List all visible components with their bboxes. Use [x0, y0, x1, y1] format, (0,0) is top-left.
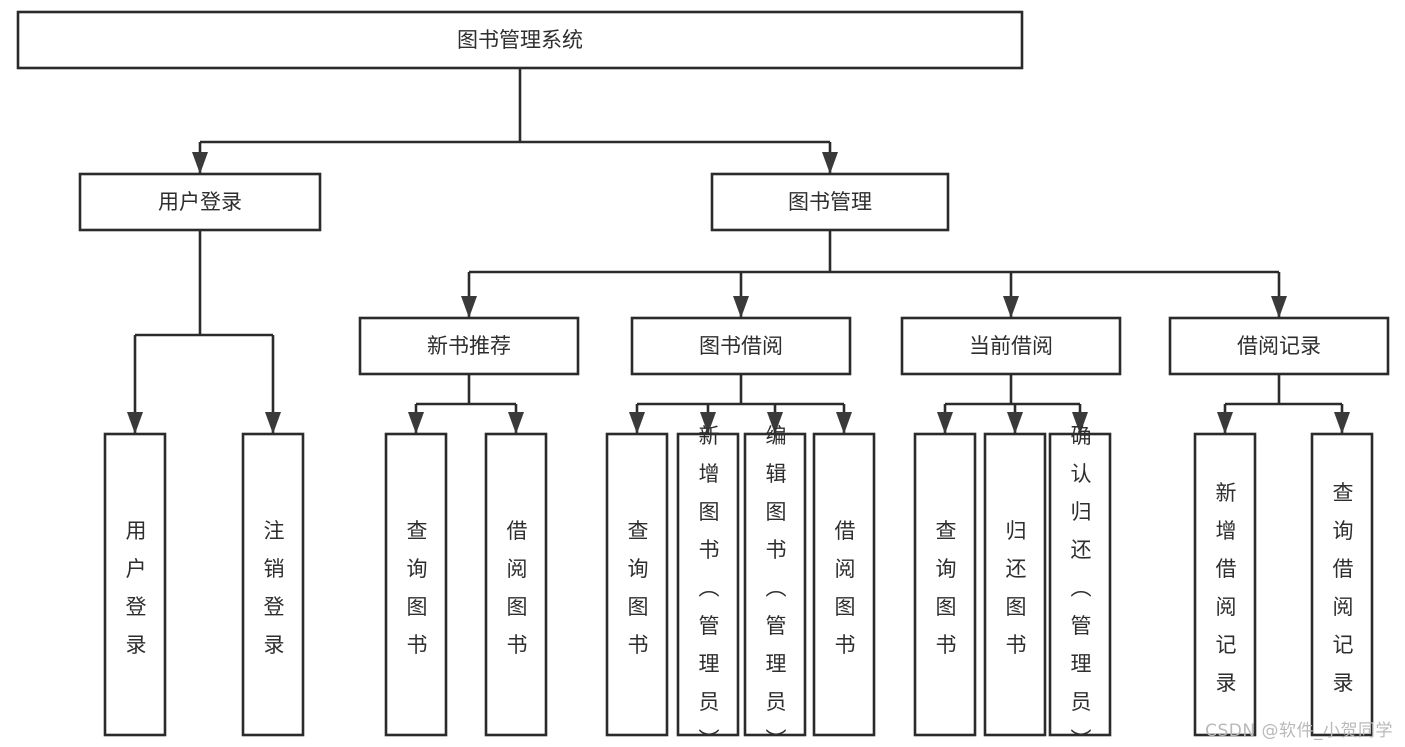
node-box [630, 316, 852, 376]
node-label: 图书管理系统 [457, 28, 583, 52]
node-label: 新增图书︵管理员︶ [699, 424, 720, 747]
node-box [103, 432, 167, 737]
node-box [900, 316, 1122, 376]
arrow-head-icon [1217, 412, 1233, 434]
node-leaf-cb-query[interactable]: 查询图书 [913, 432, 977, 737]
node-root[interactable]: 图书管理系统 [16, 10, 1024, 70]
node-label: 借阅记录 [1237, 334, 1321, 358]
node-l3-current-borrow[interactable]: 当前借阅 [900, 316, 1122, 376]
node-l2-user-login[interactable]: 用户登录 [78, 172, 322, 232]
arrow-head-icon [733, 296, 749, 318]
node-box [1310, 432, 1374, 737]
node-label: 查询图书 [936, 519, 957, 657]
arrow-head-icon [822, 152, 838, 174]
arrow-head-icon [1271, 296, 1287, 318]
arrow-head-icon [508, 412, 524, 434]
node-box [1168, 316, 1390, 376]
node-leaf-bb-edit[interactable]: 编辑图书︵管理员︶ [743, 424, 807, 747]
arrow-head-icon [1072, 412, 1088, 434]
node-leaf-bb-add[interactable]: 新增图书︵管理员︶ [676, 424, 740, 747]
node-label: 用户登录 [158, 190, 242, 214]
node-leaf-rec-query[interactable]: 查询图书 [384, 432, 448, 737]
node-leaf-br-query[interactable]: 查询借阅记录 [1310, 432, 1374, 737]
arrow-head-icon [408, 412, 424, 434]
node-leaf-user-login[interactable]: 用户登录 [103, 432, 167, 737]
arrow-head-icon [127, 412, 143, 434]
node-label: 借阅图书 [835, 519, 856, 657]
node-l2-book-mgmt[interactable]: 图书管理 [710, 172, 950, 232]
arrow-head-icon [767, 412, 783, 434]
node-label: 用户登录 [126, 519, 147, 657]
node-leaf-bb-query[interactable]: 查询图书 [605, 432, 669, 737]
node-box [384, 432, 448, 737]
node-label: 注销登录 [264, 519, 285, 657]
node-leaf-cb-return[interactable]: 归还图书 [983, 432, 1047, 737]
node-leaf-rec-borrow[interactable]: 借阅图书 [484, 432, 548, 737]
arrow-head-icon [192, 152, 208, 174]
node-box [913, 432, 977, 737]
node-box [241, 432, 305, 737]
node-box [358, 316, 580, 376]
arrow-head-icon [836, 412, 852, 434]
node-label: 确认归还︵管理员︶ [1071, 424, 1092, 747]
node-l3-book-borrow[interactable]: 图书借阅 [630, 316, 852, 376]
node-box [743, 432, 807, 737]
node-label: 归还图书 [1006, 519, 1027, 657]
node-label: 当前借阅 [969, 334, 1053, 358]
arrow-head-icon [629, 412, 645, 434]
arrow-head-icon [1003, 296, 1019, 318]
node-leaf-br-add[interactable]: 新增借阅记录 [1193, 432, 1257, 737]
arrow-head-icon [461, 296, 477, 318]
node-box [78, 172, 322, 232]
arrow-head-icon [1334, 412, 1350, 434]
node-l3-new-book-rec[interactable]: 新书推荐 [358, 316, 580, 376]
node-box [1193, 432, 1257, 737]
node-label: 查询图书 [628, 519, 649, 657]
node-box [1048, 432, 1112, 737]
node-label: 图书管理 [788, 190, 872, 214]
node-leaf-bb-borrow[interactable]: 借阅图书 [812, 432, 876, 737]
connector-layer [127, 68, 1350, 434]
node-leaf-user-logout[interactable]: 注销登录 [241, 432, 305, 737]
node-l3-borrow-record[interactable]: 借阅记录 [1168, 316, 1390, 376]
node-box [812, 432, 876, 737]
node-box [605, 432, 669, 737]
node-label: 图书借阅 [699, 334, 783, 358]
node-box [676, 432, 740, 737]
node-box [16, 10, 1024, 70]
node-label: 编辑图书︵管理员︶ [766, 424, 787, 747]
node-leaf-cb-confirm[interactable]: 确认归还︵管理员︶ [1048, 424, 1112, 747]
arrow-head-icon [1007, 412, 1023, 434]
node-box [710, 172, 950, 232]
node-box [983, 432, 1047, 737]
node-label: 新增借阅记录 [1216, 481, 1237, 695]
node-label: 借阅图书 [507, 519, 528, 657]
arrow-head-icon [265, 412, 281, 434]
arrow-head-icon [700, 412, 716, 434]
node-layer: 图书管理系统用户登录图书管理新书推荐图书借阅当前借阅借阅记录用户登录注销登录查询… [16, 10, 1390, 747]
node-label: 查询借阅记录 [1333, 481, 1354, 695]
node-box [484, 432, 548, 737]
node-label: 查询图书 [407, 519, 428, 657]
arrow-head-icon [937, 412, 953, 434]
node-label: 新书推荐 [427, 334, 511, 358]
